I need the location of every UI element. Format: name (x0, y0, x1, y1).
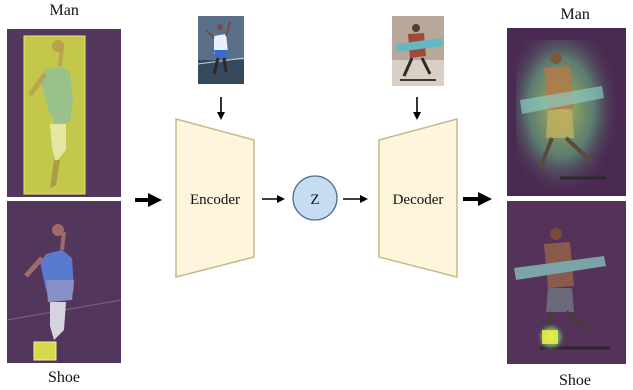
encoder-label: Encoder (190, 192, 240, 208)
latent-node (292, 175, 338, 221)
decoder-block (378, 118, 458, 278)
encoder-input-thumbnail (197, 16, 245, 84)
decoder-label: Decoder (393, 192, 444, 208)
encoder-block (175, 118, 255, 278)
left-top-label: Man (49, 2, 79, 19)
right-bottom-label: Shoe (559, 372, 591, 389)
left-bottom-label: Shoe (48, 369, 80, 386)
right-heatmap-man (507, 28, 626, 196)
left-heatmap-shoe (6, 201, 122, 363)
left-heatmap-man (7, 29, 121, 197)
right-top-label: Man (560, 6, 590, 23)
decoder-input-thumbnail (392, 16, 444, 86)
right-heatmap-shoe (507, 201, 626, 364)
latent-label: Z (310, 192, 319, 208)
